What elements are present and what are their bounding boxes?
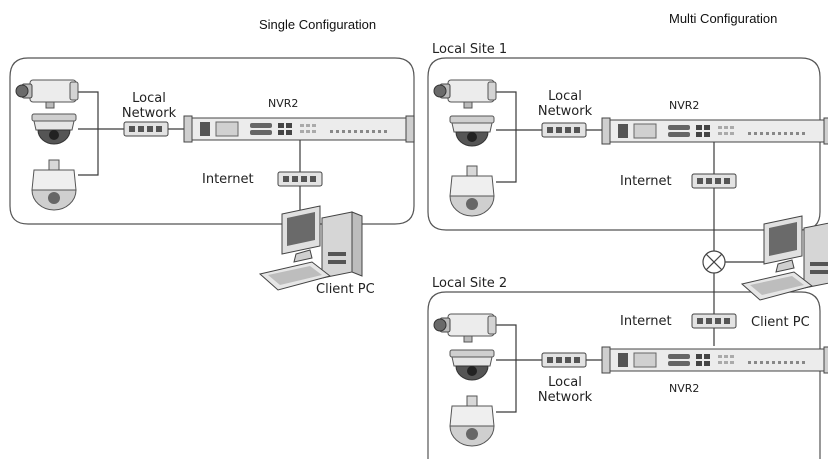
client-pc-label: Client PC [316,282,375,297]
dome-camera-icon [31,113,77,145]
multi-client-pc-label: Client PC [751,315,810,330]
site2-dome-camera-icon [449,349,495,381]
site2-box-camera-icon [433,313,497,343]
client-pc-icon [259,205,363,291]
site2-nvr-recorder-icon [601,346,828,374]
site1-box-camera-icon [433,79,497,109]
site1-local-network-label: Local Network [537,89,593,119]
multi-configuration-heading: Multi Configuration [669,11,778,26]
nvr-label: NVR2 [268,97,299,110]
local-site-2-label: Local Site 2 [432,276,508,291]
multi-client-pc-icon [741,215,828,301]
site2-local-network-label: Local Network [537,375,593,405]
single-configuration-heading: Single Configuration [259,17,377,32]
site1-nvr-label: NVR2 [669,99,700,112]
single-connection-lines [78,91,301,212]
site1-internet-router-icon [691,173,737,189]
site1-network-switch-icon [541,122,587,138]
site1-internet-label: Internet [620,174,672,189]
site2-ptz-camera-icon [449,395,495,447]
multi-connection-lines [496,91,764,413]
site2-frame [427,291,821,459]
site1-dome-camera-icon [449,115,495,147]
site2-nvr-label: NVR2 [669,382,700,395]
site1-nvr-recorder-icon [601,117,828,145]
site2-network-switch-icon [541,352,587,368]
internet-router-icon [277,171,323,187]
site2-internet-router-icon [691,313,737,329]
box-camera-icon [15,79,79,109]
ptz-camera-icon [31,159,77,211]
network-switch-icon [123,121,169,137]
site1-ptz-camera-icon [449,165,495,217]
single-site-frame [9,57,415,225]
local-network-label: Local Network [121,91,177,121]
site2-internet-label: Internet [620,314,672,329]
nvr-recorder-icon [183,115,415,143]
local-site-1-label: Local Site 1 [432,42,508,57]
internet-crossing-icon [702,250,726,274]
internet-label: Internet [202,172,254,187]
